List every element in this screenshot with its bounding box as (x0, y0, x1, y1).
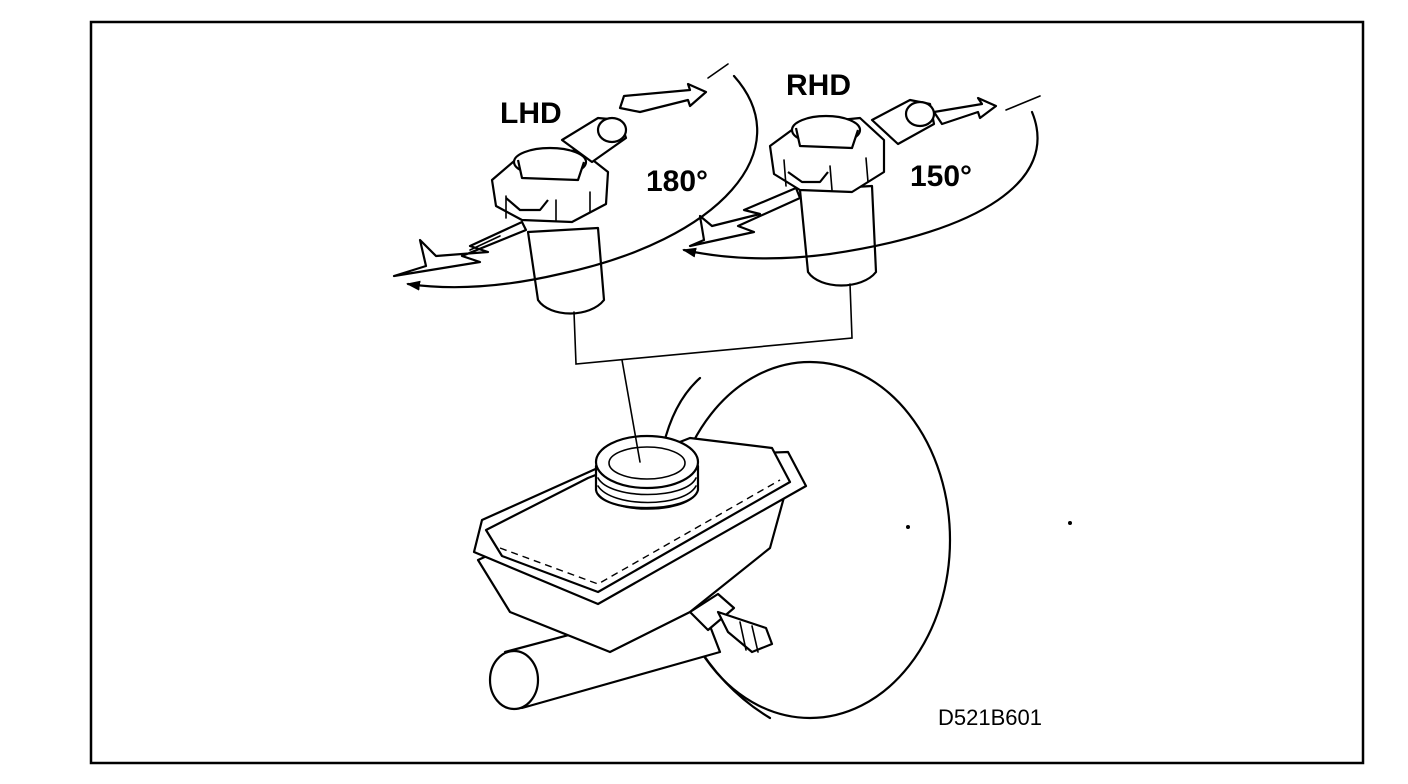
rhd-label: RHD (786, 69, 851, 102)
angle-150-label: 150° (910, 160, 972, 193)
lhd-direction-arrow-out (392, 220, 528, 278)
rhd-rotation-arrow (682, 95, 1041, 260)
figure-frame (89, 20, 1365, 765)
angle-180-label: 180° (646, 165, 708, 198)
fluid-reservoir (472, 434, 808, 654)
leader-lines (573, 283, 853, 463)
lhd-label: LHD (500, 97, 562, 130)
lhd-cap (490, 116, 628, 315)
figure-code: D521B601 (938, 705, 1042, 730)
rhd-direction-arrow-in (932, 96, 998, 126)
lhd-direction-arrow-in (618, 82, 708, 114)
rhd-direction-arrow-out (688, 186, 802, 248)
rhd-cap (768, 98, 936, 287)
lhd-rotation-arrow (406, 63, 759, 291)
